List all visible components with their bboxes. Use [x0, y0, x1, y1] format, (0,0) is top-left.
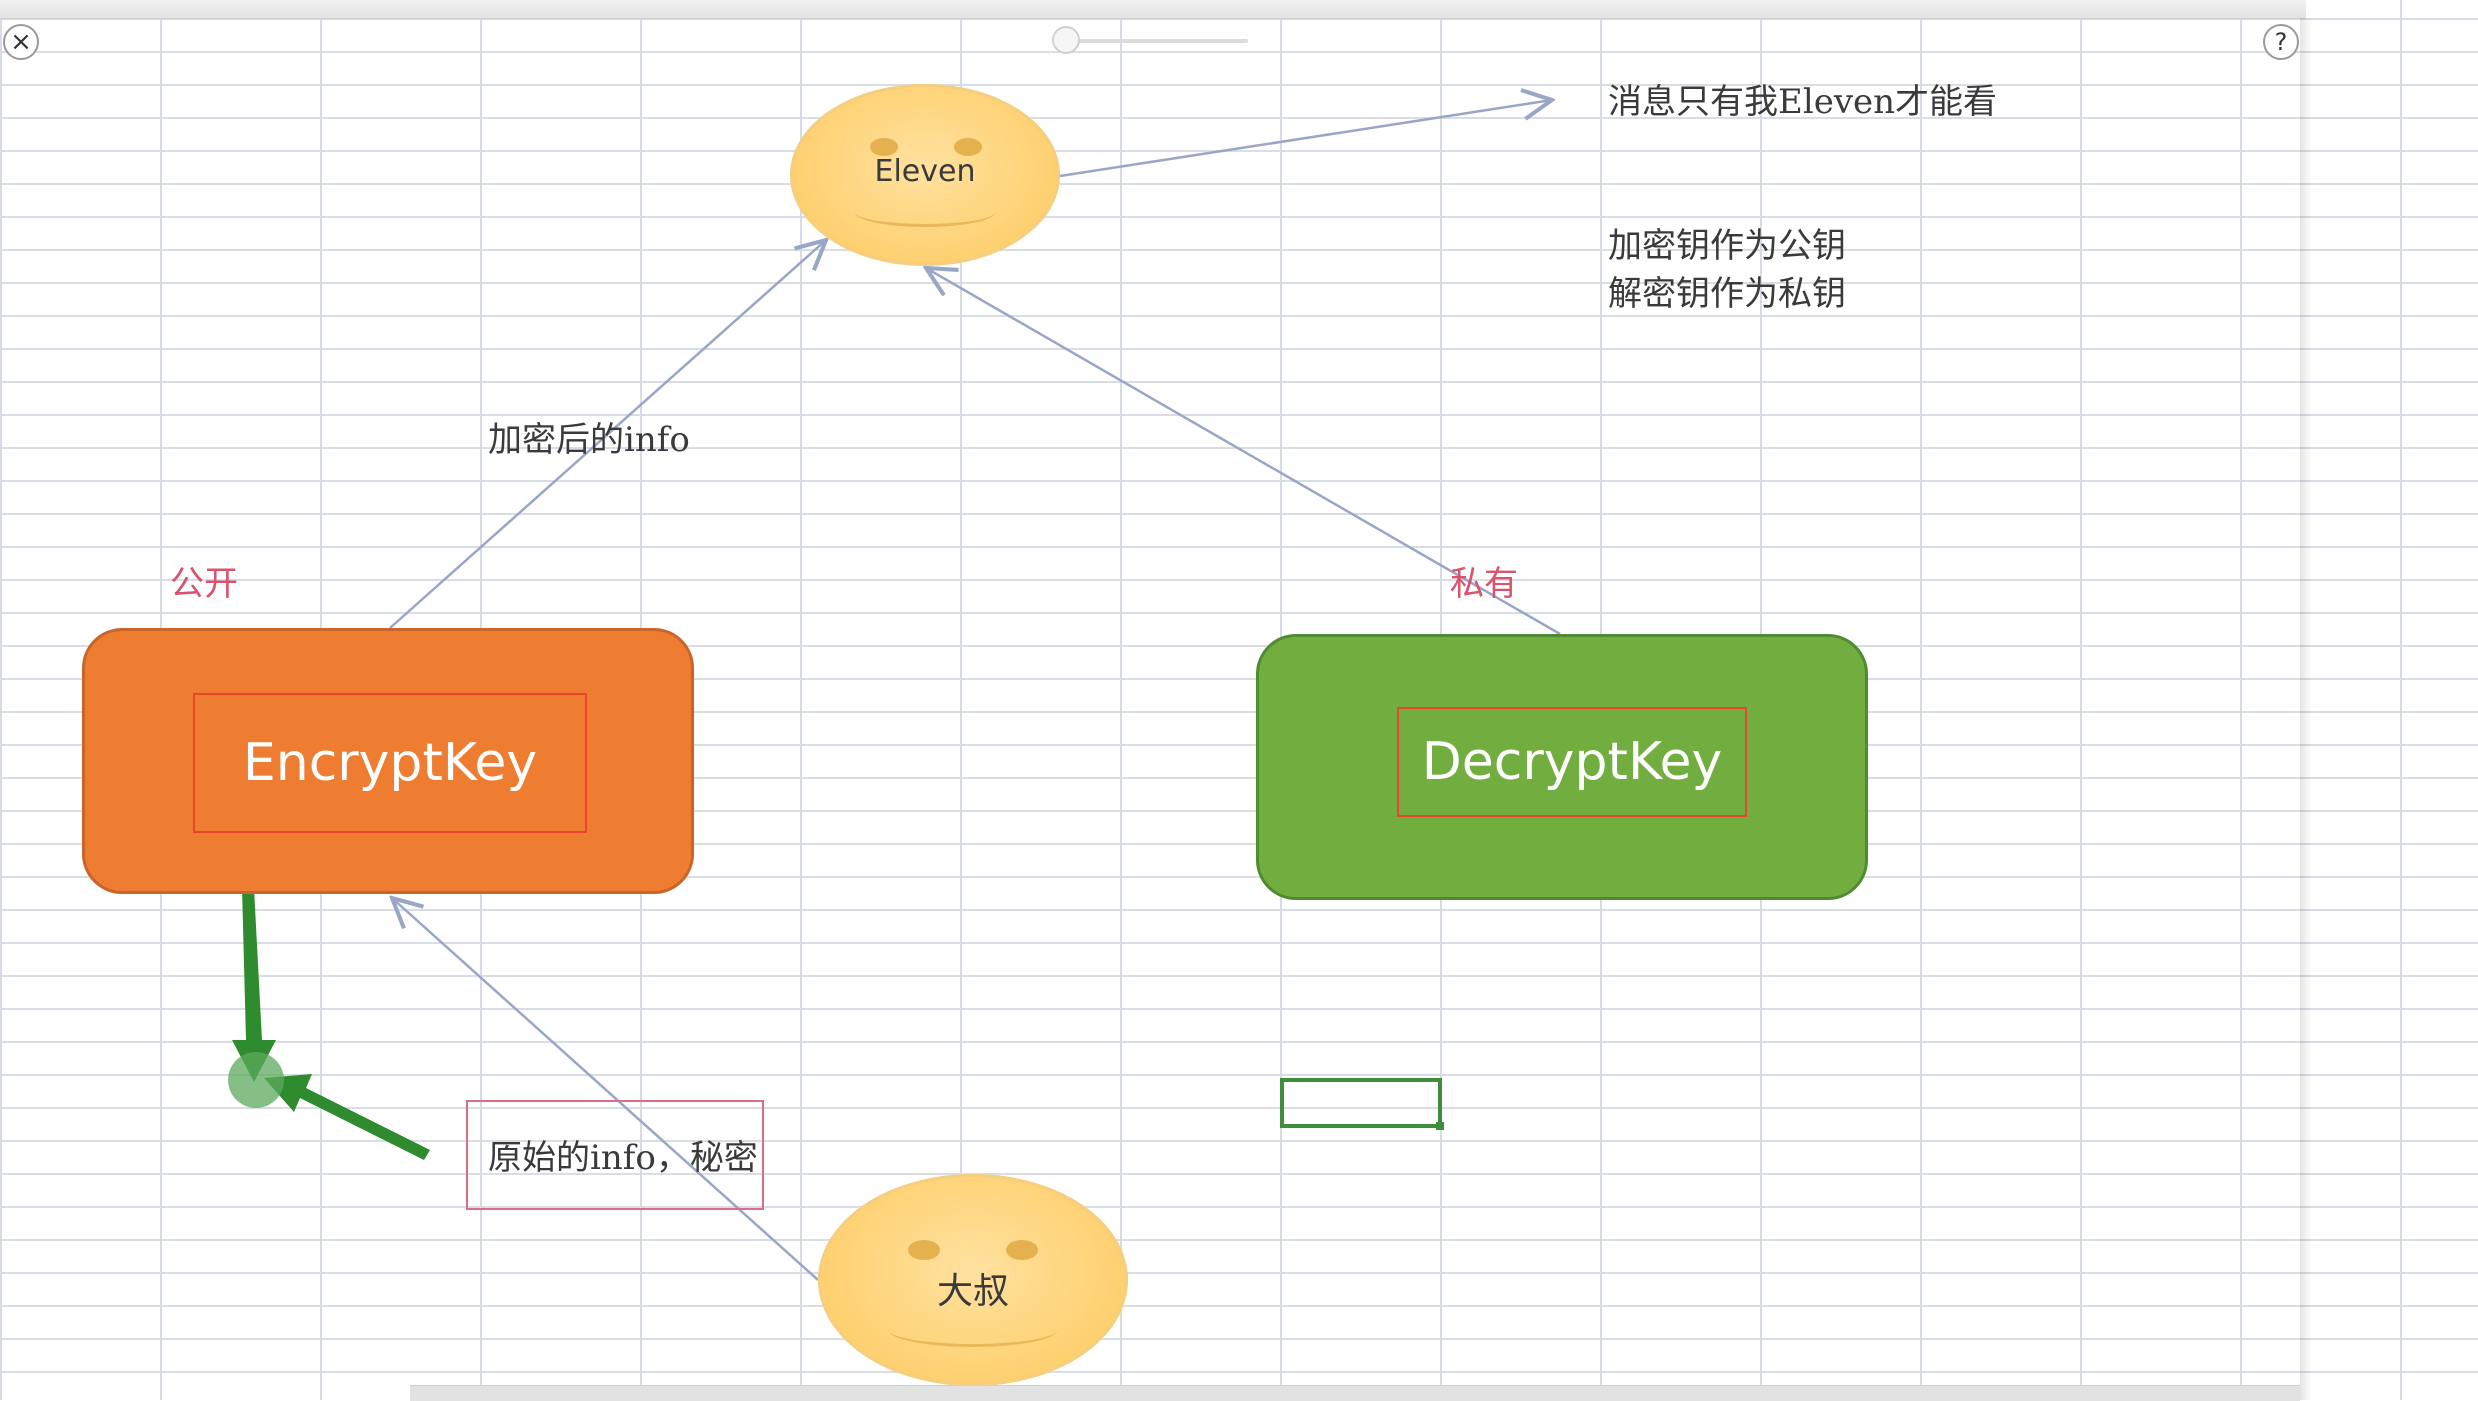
eleven-smiley-shape[interactable]: Eleven — [790, 84, 1060, 266]
window-top-bar — [0, 0, 2306, 19]
selected-cell[interactable] — [1280, 1078, 1442, 1128]
green-annotation-arrow-left — [264, 1074, 430, 1160]
horizontal-scrollbar[interactable] — [410, 1385, 2300, 1401]
arrow-decrypt-to-eleven — [926, 268, 1561, 636]
private-tag-label: 私有 — [1450, 564, 1518, 604]
dialog-right-edge — [2300, 18, 2312, 1400]
close-icon[interactable]: × — [3, 24, 39, 60]
zoom-slider-thumb[interactable] — [1052, 26, 1080, 54]
fill-handle[interactable] — [1436, 1122, 1444, 1130]
smile-icon — [854, 196, 996, 227]
encrypt-key-label: EncryptKey — [193, 693, 587, 833]
public-key-note: 加密钥作为公钥 — [1608, 226, 1846, 266]
pen-cursor-icon — [228, 1052, 284, 1108]
left-eye-icon — [908, 1240, 940, 1260]
original-info-label: 原始的info，秘密 — [488, 1138, 758, 1178]
help-icon[interactable]: ? — [2263, 24, 2299, 60]
public-tag-label: 公开 — [170, 564, 238, 604]
decrypt-key-label: DecryptKey — [1397, 707, 1747, 817]
original-info-textbox[interactable] — [466, 1100, 764, 1210]
arrow-encrypt-to-eleven — [389, 240, 826, 629]
right-eye-icon — [1006, 1240, 1038, 1260]
zoom-slider-track[interactable] — [1068, 39, 1248, 43]
encrypted-info-label: 加密后的info — [488, 420, 690, 460]
arrow-eleven-to-message — [1059, 100, 1552, 178]
decrypt-key-shape[interactable]: DecryptKey — [1256, 634, 1868, 900]
uncle-label: 大叔 — [936, 1271, 1009, 1312]
message-only-eleven-note: 消息只有我Eleven才能看 — [1608, 82, 1998, 122]
encrypt-key-shape[interactable]: EncryptKey — [82, 628, 694, 894]
eleven-label: Eleven — [874, 154, 976, 189]
smile-icon — [888, 1312, 1058, 1347]
right-eye-icon — [954, 138, 982, 156]
private-key-note: 解密钥作为私钥 — [1608, 274, 1846, 314]
uncle-smiley-shape[interactable]: 大叔 — [818, 1174, 1128, 1386]
left-eye-icon — [870, 138, 898, 156]
arrow-uncle-to-encrypt — [392, 898, 819, 1281]
